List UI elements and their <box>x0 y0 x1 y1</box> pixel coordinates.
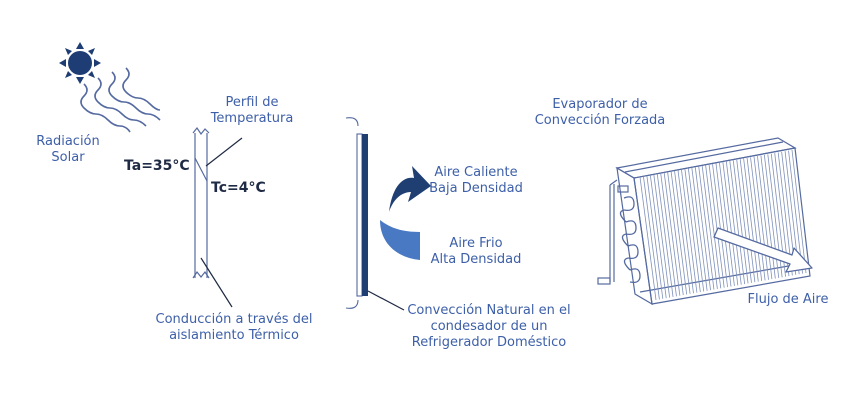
conduction-pointer <box>200 257 233 308</box>
hot-air-arrow <box>389 166 431 212</box>
evaporator-fin <box>639 176 657 301</box>
evaporator-fin <box>684 168 701 293</box>
ambient-temp-label: Ta=35°C <box>124 158 190 174</box>
convection-label-line2: condesador de un <box>430 319 548 334</box>
radiation-label: Radiación Solar <box>32 134 104 166</box>
temperature-profile-label: Perfil de Temperatura <box>200 95 304 127</box>
convection-label-line3: Refrigerador Doméstico <box>411 335 567 350</box>
temperature-profile-line <box>194 157 208 182</box>
evaporator-fins <box>639 149 807 301</box>
evaporator-label-line2: Convección Forzada <box>534 113 666 128</box>
evaporator-fin <box>681 169 698 293</box>
evaporator-fin <box>729 160 746 285</box>
convection-pointer <box>367 290 405 311</box>
evaporator-fin <box>719 162 735 286</box>
evaporator-fin <box>677 170 694 294</box>
evaporator-fin <box>701 165 718 290</box>
evaporator-fin <box>739 159 756 283</box>
evaporator-fin <box>743 158 759 282</box>
evaporator-fin <box>722 162 739 286</box>
sun-icon <box>59 42 101 84</box>
evaporator-fin <box>736 159 752 283</box>
conduction-label-line2: aislamiento Térmico <box>169 328 299 343</box>
evaporator-fin <box>691 167 708 291</box>
hot-air-label-line2: Baja Densidad <box>429 181 523 196</box>
evaporator-fin <box>670 171 688 295</box>
evaporator-label: Evaporador de Convección Forzada <box>530 97 670 129</box>
cold-temp-label: Tc=4°C <box>211 180 266 196</box>
radiation-waves <box>80 67 161 133</box>
profile-label-line2: Temperatura <box>210 111 294 126</box>
evaporator-fin <box>643 176 660 300</box>
cold-air-label-line2: Alta Densidad <box>430 252 522 267</box>
evaporator-unit <box>597 137 811 306</box>
radiation-label-line1: Radiación <box>36 134 100 149</box>
evaporator-fin <box>753 156 769 280</box>
evaporator-fin <box>653 174 671 298</box>
convection-label-line1: Convección Natural en el <box>407 303 571 318</box>
evaporator-fin <box>757 156 773 280</box>
radiation-label-line2: Solar <box>51 150 85 165</box>
conduction-label-line1: Conducción a través del <box>155 312 313 327</box>
evaporator-fin <box>712 164 728 288</box>
evaporator-fin <box>708 164 725 288</box>
profile-pointer <box>205 137 243 167</box>
cold-air-label: Aire Frio Alta Densidad <box>426 236 526 268</box>
evaporator-fin <box>788 150 803 274</box>
evaporator-fin <box>746 157 763 282</box>
evaporator-fin <box>649 175 667 299</box>
evaporator-fin <box>791 149 807 274</box>
evaporator-fin <box>663 172 681 296</box>
evaporator-fin <box>660 173 677 297</box>
evaporator-fin <box>667 172 684 296</box>
airflow-label: Flujo de Aire <box>747 292 829 307</box>
conduction-label: Conducción a través del aislamiento Térm… <box>152 312 316 344</box>
profile-label-line1: Perfil de <box>225 95 279 110</box>
evaporator-coils <box>619 196 641 284</box>
natural-convection-label: Convección Natural en el condesador de u… <box>404 303 574 351</box>
evaporator-label-line1: Evaporador de <box>552 97 648 112</box>
evaporator-fin <box>732 160 749 284</box>
cold-air-label-line1: Aire Frio <box>449 236 503 251</box>
evaporator-fin <box>694 167 711 291</box>
evaporator-fin <box>715 163 732 287</box>
hot-air-label-line1: Aire Caliente <box>434 165 518 180</box>
evaporator-fin <box>698 166 715 290</box>
condenser-plate <box>345 117 368 309</box>
evaporator-fin <box>674 170 691 294</box>
evaporator-fin <box>656 173 674 297</box>
airflow-arrow <box>713 227 813 273</box>
evaporator-fin <box>646 175 664 299</box>
evaporator-fin <box>687 168 705 292</box>
evaporator-fin <box>750 157 766 281</box>
evaporator-fin <box>705 165 722 289</box>
cold-air-flow <box>380 220 420 260</box>
hot-air-label: Aire Caliente Baja Densidad <box>426 165 526 197</box>
evaporator-fin <box>725 161 742 285</box>
insulation-wall <box>192 126 210 279</box>
